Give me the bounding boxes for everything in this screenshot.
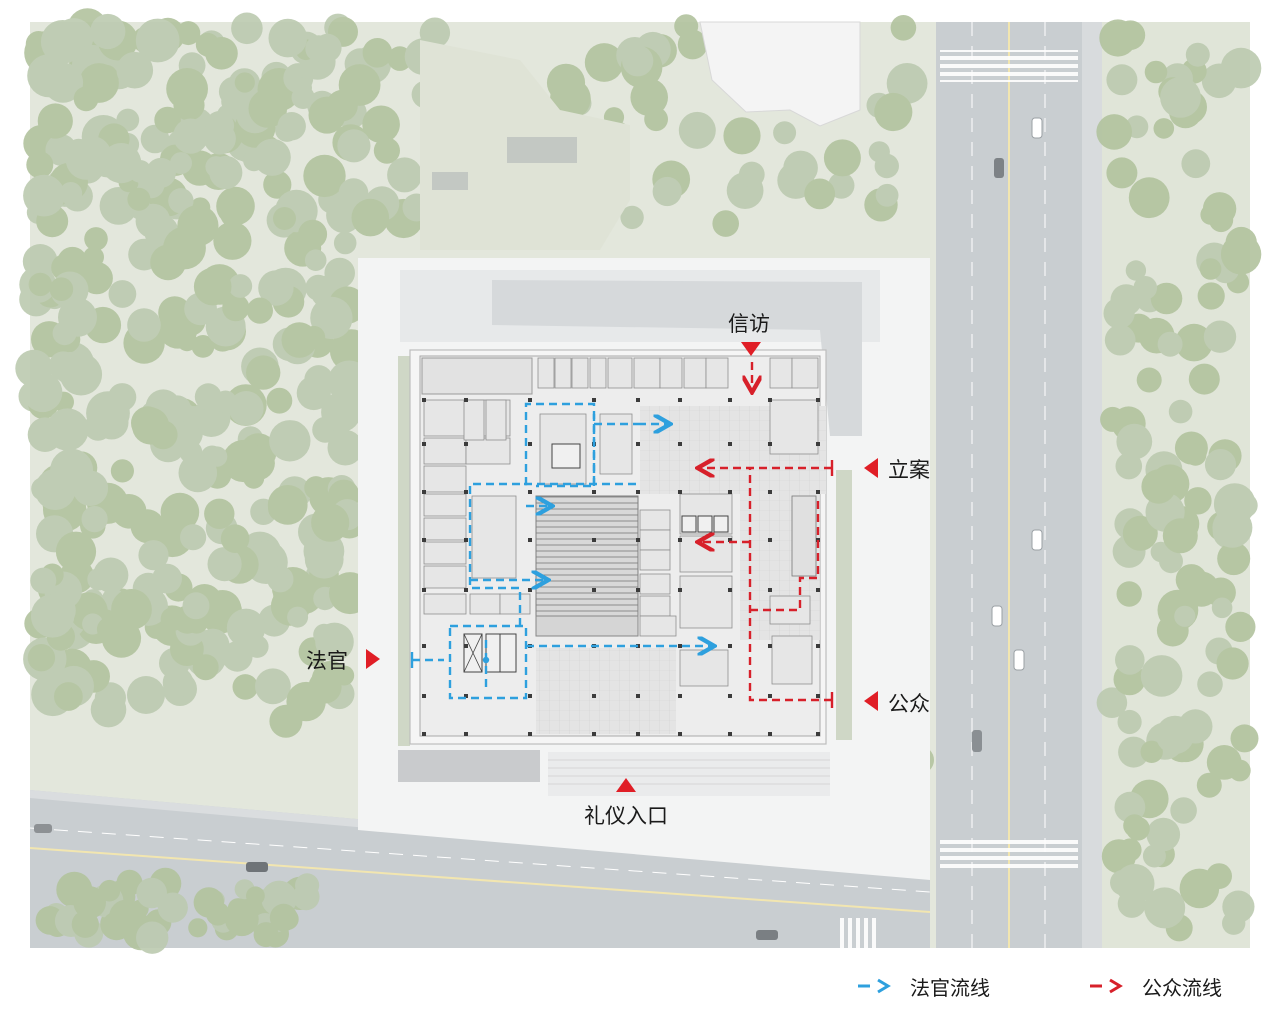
gongzhong-marker-icon bbox=[864, 691, 878, 711]
faguan-marker-icon bbox=[366, 649, 380, 669]
legend-judge-flow: 法官流线 bbox=[856, 972, 990, 1000]
label-xinfang: 信访 bbox=[728, 312, 770, 336]
liyi-marker-icon bbox=[616, 778, 636, 792]
public-flow-arrow-icon bbox=[1090, 978, 1123, 994]
label-liyi-entrance: 礼仪入口 bbox=[584, 804, 668, 828]
judge-flow-arrow-icon bbox=[858, 978, 891, 994]
legend-judge-flow-label: 法官流线 bbox=[910, 975, 990, 1000]
lian-marker-icon bbox=[864, 458, 878, 478]
legend-public-flow: 公众流线 bbox=[1088, 972, 1222, 1000]
legend-public-flow-label: 公众流线 bbox=[1142, 975, 1222, 1000]
label-faguan: 法官 bbox=[306, 649, 348, 673]
xinfang-marker-icon bbox=[741, 342, 761, 356]
label-gongzhong: 公众 bbox=[888, 692, 930, 716]
label-lian: 立案 bbox=[888, 458, 930, 482]
